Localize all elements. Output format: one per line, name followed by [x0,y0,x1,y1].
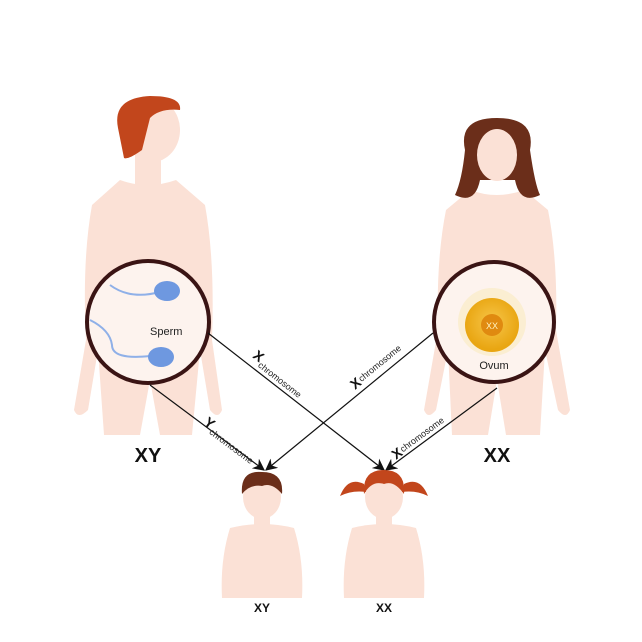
sperm-label: Sperm [150,326,182,338]
arrow-mother-x-1 [265,332,434,471]
father-genotype: XY [135,445,162,467]
boy-genotype: XY [254,601,270,615]
arrow-father-x [207,332,385,471]
ovum-chromosomes: XX [486,321,498,331]
svg-text:chromosome: chromosome [207,427,255,466]
male-hair [117,96,181,159]
svg-text:chromosome: chromosome [256,360,303,400]
sperm-head-icon [148,347,174,367]
ovum-magnifier: XX Ovum [432,260,556,384]
arrow-mother-x-2 [385,387,498,471]
boy-hair [241,471,283,494]
arrow-label-father-x: X chromosome [250,347,303,400]
girl-hair [363,470,405,494]
arrow-label-father-y: Y chromosome [201,414,255,466]
arrow-label-mother-x-2: X chromosome [388,415,446,462]
girl-genotype: XX [376,601,392,615]
arrow-label-mother-x-1: X chromosome [347,343,403,392]
mother-genotype: XX [484,445,511,467]
arrow-father-y [149,384,265,471]
sperm-magnifier: Sperm [85,259,211,385]
sperm-head-icon [154,281,180,301]
svg-text:chromosome: chromosome [398,415,446,454]
ovum-label: Ovum [479,360,508,372]
boy-figure [221,471,303,598]
girl-figure [340,470,428,598]
